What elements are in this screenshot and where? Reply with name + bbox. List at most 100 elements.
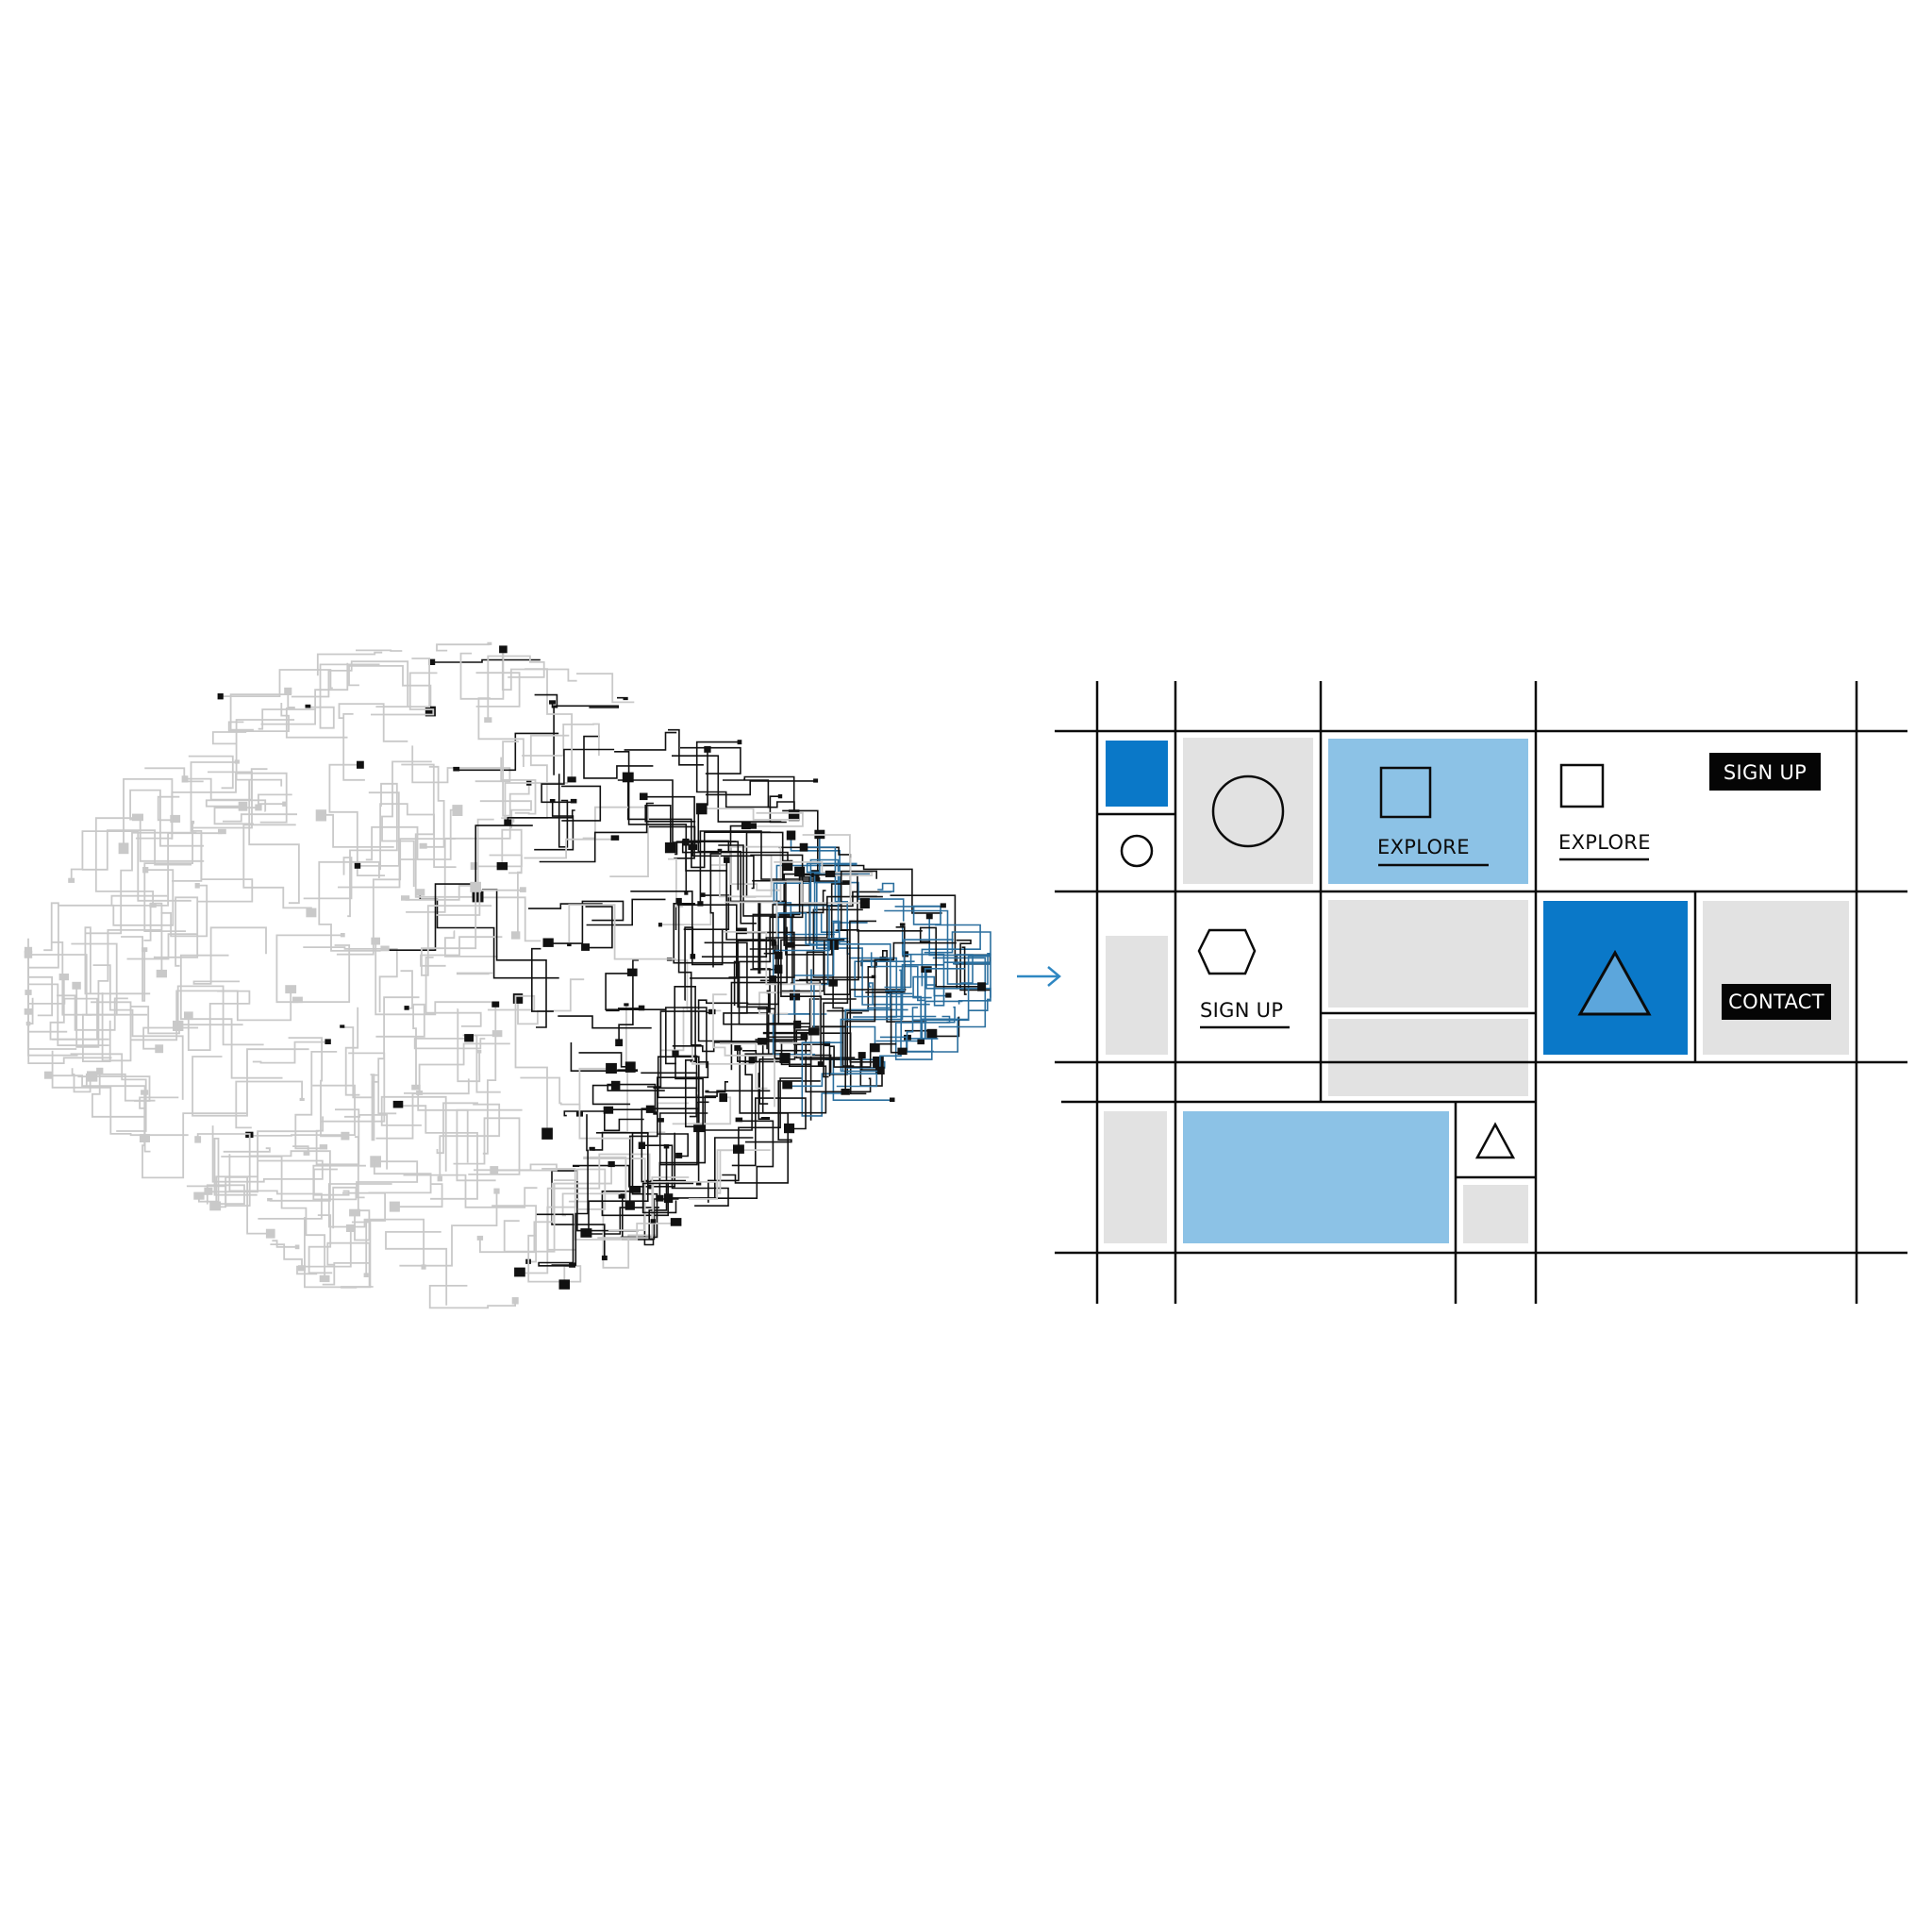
network-wire: [142, 1026, 199, 1050]
signup-button-label[interactable]: SIGN UP: [1724, 761, 1807, 784]
network-node: [453, 766, 460, 772]
network-wire: [515, 871, 522, 937]
network-node: [695, 1181, 702, 1186]
network-wire: [51, 941, 118, 1016]
network-wire: [188, 755, 234, 790]
network-wire: [919, 926, 982, 988]
network-wire: [303, 946, 398, 1013]
network-wire: [357, 791, 400, 867]
network-wire: [737, 940, 775, 1050]
network-node: [511, 1297, 519, 1305]
explore-label-plain[interactable]: EXPLORE: [1558, 831, 1651, 854]
network-node: [824, 1041, 831, 1047]
network-node: [476, 1235, 484, 1241]
network-node: [793, 1020, 802, 1029]
network-wire: [491, 1205, 537, 1263]
network-node: [758, 1038, 767, 1045]
network-node: [786, 941, 795, 948]
network-wire: [607, 1083, 665, 1114]
network-node: [511, 931, 521, 940]
network-wire: [586, 898, 666, 926]
network-wire: [831, 920, 891, 1009]
network-wire: [755, 1039, 872, 1093]
network-wire: [172, 761, 238, 882]
network-wire: [641, 1072, 698, 1102]
signup-label[interactable]: SIGN UP: [1200, 999, 1283, 1022]
network-node: [372, 1157, 377, 1161]
network-node: [558, 1279, 570, 1290]
network-node: [96, 1067, 104, 1074]
network-node: [581, 943, 590, 951]
network-wire: [702, 1053, 782, 1131]
network-wire: [808, 998, 857, 1027]
network-node: [297, 1265, 307, 1272]
network-wire: [520, 1198, 579, 1274]
network-wire: [405, 884, 481, 916]
network-wire: [628, 1061, 709, 1208]
network-wire: [185, 768, 268, 801]
network-wire: [828, 1042, 897, 1076]
network-wire: [548, 900, 625, 944]
network-wire: [773, 882, 829, 946]
network-node: [748, 1057, 758, 1064]
network-node: [43, 1071, 53, 1079]
circle-icon: [1120, 834, 1154, 868]
network-node: [452, 805, 463, 816]
network-node: [675, 1152, 683, 1158]
network-node: [640, 792, 648, 801]
network-wire: [641, 1182, 694, 1214]
gray-tile: [1106, 936, 1168, 1055]
contact-button-label[interactable]: CONTACT: [1728, 991, 1824, 1013]
network-node: [437, 1175, 442, 1182]
network-wire: [759, 979, 812, 1121]
network-node: [603, 1106, 614, 1114]
network-wire: [647, 1010, 712, 1088]
network-wire: [143, 902, 163, 975]
network-node: [354, 862, 361, 869]
network-wire: [824, 920, 876, 995]
network-wire: [767, 1023, 810, 1039]
network-wire: [338, 703, 408, 742]
network-node: [491, 1030, 503, 1038]
network-wire: [570, 1042, 638, 1072]
network-wire: [554, 1168, 607, 1210]
network-wire: [341, 1026, 379, 1099]
network-wire: [695, 741, 771, 808]
network-wire: [348, 665, 432, 712]
explore-card[interactable]: [1328, 739, 1528, 884]
network-wire: [285, 691, 348, 739]
network-wire: [816, 880, 876, 1006]
network-wire: [206, 1175, 258, 1206]
network-wire: [699, 809, 819, 905]
network-node: [490, 1166, 499, 1174]
network-node: [638, 1005, 645, 1011]
network-node: [415, 889, 425, 896]
network-node: [940, 903, 946, 908]
network-wire: [344, 1007, 360, 1096]
network-node: [68, 877, 75, 883]
network-wire: [774, 860, 874, 876]
network-wire: [653, 1087, 697, 1118]
network-node: [345, 1224, 356, 1232]
signup-button[interactable]: [1709, 753, 1821, 791]
network-node: [606, 1062, 617, 1074]
organized-layout: EXPLORE EXPLORE SIGN UP SIGN UP CONTACT: [1055, 681, 1907, 1304]
network-wire: [49, 978, 109, 1041]
network-node: [514, 1267, 525, 1277]
network-wire: [675, 1054, 704, 1128]
network-wire: [370, 1074, 379, 1141]
network-node: [380, 945, 390, 952]
network-node: [156, 969, 167, 978]
network-node: [541, 1127, 553, 1140]
network-node: [341, 1131, 350, 1141]
contact-button[interactable]: [1722, 984, 1831, 1020]
triangle-icon: [1474, 1122, 1516, 1159]
network-node: [589, 1146, 595, 1151]
network-wire: [799, 870, 877, 981]
network-node: [24, 1008, 33, 1015]
network-node: [173, 1020, 184, 1031]
network-wire: [618, 959, 639, 1043]
network-wire: [368, 1159, 432, 1194]
gray-tile: [1328, 900, 1528, 1008]
explore-label[interactable]: EXPLORE: [1377, 836, 1470, 858]
